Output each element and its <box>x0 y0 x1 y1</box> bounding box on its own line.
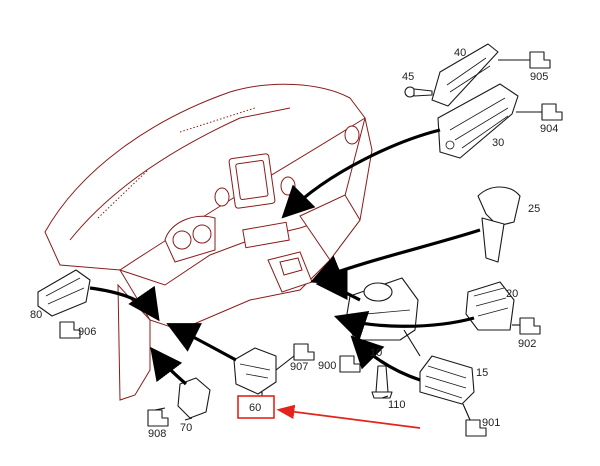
label-20: 20 <box>506 288 518 300</box>
part-110-screw[interactable] <box>371 365 393 399</box>
part-15-switch-block[interactable] <box>419 355 475 405</box>
part-45-screw[interactable] <box>404 86 433 98</box>
label-110: 110 <box>388 399 406 411</box>
label-904: 904 <box>540 123 558 135</box>
part-20-switch[interactable] <box>465 281 515 331</box>
part-70-switch[interactable] <box>177 377 211 419</box>
part-60-light-switch[interactable] <box>233 347 277 395</box>
label-900: 900 <box>318 360 336 372</box>
label-906: 906 <box>78 326 96 338</box>
label-905: 905 <box>530 71 548 83</box>
label-30: 30 <box>492 137 504 149</box>
label-70: 70 <box>180 422 192 434</box>
label-907: 907 <box>290 361 308 373</box>
label-40: 40 <box>454 47 466 59</box>
part-40-trim[interactable] <box>431 43 499 107</box>
label-901: 901 <box>482 417 500 429</box>
label-15: 15 <box>476 367 488 379</box>
label-908: 908 <box>148 428 166 440</box>
label-902: 902 <box>518 338 536 350</box>
part-30-switch-panel[interactable] <box>437 83 519 159</box>
highlight-arrow <box>276 404 421 429</box>
part-60-highlight-box <box>237 395 275 419</box>
dashboard-assembly <box>44 83 373 401</box>
label-10: 10 <box>370 347 382 359</box>
part-80-switch[interactable] <box>37 269 91 317</box>
part-10-controller[interactable] <box>345 277 419 341</box>
assembly-arrows <box>89 128 481 386</box>
label-45: 45 <box>402 71 414 83</box>
label-80: 80 <box>30 309 42 321</box>
label-60: 60 <box>249 402 261 414</box>
connector-icons <box>59 51 563 437</box>
part-25-selector-lever[interactable] <box>477 186 521 263</box>
leader-lines <box>154 59 542 421</box>
label-25: 25 <box>528 203 540 215</box>
part-labels: 40 905 45 904 30 25 20 902 10 900 15 901… <box>30 47 558 440</box>
